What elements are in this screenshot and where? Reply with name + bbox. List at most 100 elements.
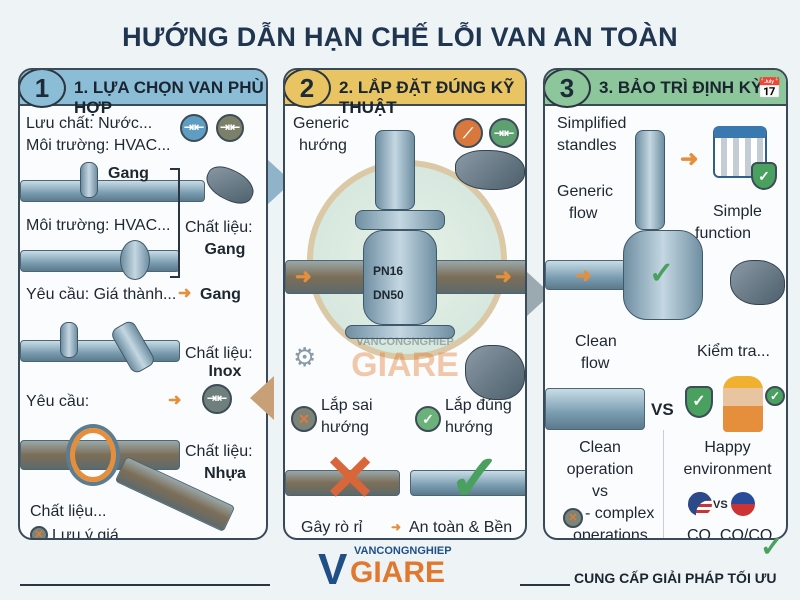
- material-value: Gang: [200, 286, 241, 303]
- clean-flow-label: flow: [581, 355, 610, 372]
- page-title: HƯỚNG DẪN HẠN CHẾ LỖI VAN AN TOÀN: [122, 22, 678, 52]
- requirement-label: Yêu cầu:: [26, 393, 90, 410]
- right-label: Lắp đúng: [445, 397, 512, 414]
- happy-label: Happy: [704, 439, 751, 456]
- valve-body: [623, 230, 703, 320]
- philippines-flag-icon: [731, 492, 755, 516]
- check-icon: ✓: [415, 406, 441, 432]
- clean-flow-label: Clean: [575, 333, 617, 350]
- valve-illustration: [80, 162, 98, 198]
- leaking-pipe-illustration: [285, 470, 400, 496]
- right-label: hướng: [445, 419, 493, 436]
- operation-label: Clean: [579, 439, 621, 456]
- logo-top-text: VANCONGNGHIEP: [354, 545, 452, 557]
- simple-function-label: function: [695, 225, 752, 242]
- pipe-illustration: [545, 260, 635, 290]
- step-number: 1: [20, 70, 66, 108]
- valve-body: [363, 230, 437, 325]
- valve-symbol-icon: ⇥⇤: [489, 118, 519, 148]
- calendar-wrench-icon: 📅: [757, 78, 782, 100]
- requirement-label: Yêu cầu: Giá thành...: [26, 286, 177, 303]
- wrong-label: hướng: [321, 419, 369, 436]
- logo-bottom-text: GIARE: [350, 556, 446, 589]
- panel-select-valve: 1 1. LỰA CHỌN VAN PHÙ HỢP Lưu chất: Nước…: [18, 68, 268, 540]
- vs-label: VS: [651, 400, 674, 419]
- arrow-right-icon: ➜: [178, 285, 192, 302]
- panel-header: 1 1. LỰA CHỌN VAN PHÙ HỢP: [20, 70, 266, 117]
- generic-flow-label: Generic: [557, 183, 614, 200]
- gang-label: Gang: [108, 165, 149, 182]
- valve-flange: [345, 325, 455, 339]
- operation-label: vs: [592, 483, 608, 500]
- check-icon: ✓: [448, 442, 502, 514]
- valve-illustration: [60, 322, 78, 358]
- material-label: Chất liệu:: [185, 443, 253, 460]
- size-rating: DN50: [373, 288, 404, 302]
- valve-symbol-icon: ⇥⇤: [216, 114, 244, 142]
- x-mark-icon: ✕: [30, 526, 48, 538]
- arrow-right-icon: ➜: [680, 146, 699, 171]
- check-label: Kiểm tra...: [697, 343, 770, 360]
- material-label: Chất liệu...: [30, 503, 107, 520]
- clean-pipe-illustration: [545, 388, 645, 430]
- screwdriver-icon: ⟋: [453, 118, 483, 148]
- material-value: Gang: [204, 241, 246, 258]
- step-number: 3: [545, 70, 591, 108]
- divider: [20, 584, 270, 586]
- panel-installation: 2 2. LẮP ĐẶT ĐÚNG KỸ THUẬT Generic hướng…: [283, 68, 527, 540]
- environment-label: Môi trường: HVAC...: [26, 137, 171, 154]
- shield-check-icon: ✓: [751, 162, 777, 190]
- panel-title: 1. LỰA CHỌN VAN PHÙ HỢP: [74, 78, 264, 117]
- panel-header: 2 2. LẮP ĐẶT ĐÚNG KỸ THUẬT: [285, 70, 525, 117]
- correct-pipe-illustration: [410, 470, 525, 496]
- gloved-hand-icon: [455, 150, 525, 190]
- shield-check-icon: ✓: [685, 386, 713, 418]
- arrow-right-icon: ➜: [391, 520, 402, 534]
- operation-label: operations: [573, 527, 648, 540]
- gear-icon: ⚙: [293, 342, 317, 372]
- flow-arrow-icon: ➜: [295, 266, 312, 288]
- price-note: Lưu ý giá...: [52, 527, 133, 540]
- worker-avatar: [723, 376, 763, 432]
- flow-arrow-icon: ➜: [575, 265, 592, 287]
- panel-maintenance: 3 3. BẢO TRÌ ĐỊNH KỲ 📅 Simplified standl…: [543, 68, 788, 540]
- generic-flow-label: flow: [569, 205, 598, 222]
- x-mark-icon: ✕: [323, 442, 377, 514]
- safe-label: An toàn & Bền: [409, 519, 513, 536]
- material-value: Nhựa: [204, 465, 246, 482]
- material-value: Inox: [208, 363, 242, 380]
- check-icon: ✓: [760, 531, 784, 562]
- gear-icon: [70, 428, 116, 482]
- flow-arrow-icon: ➜: [495, 266, 512, 288]
- arrow-right-icon: ➜: [168, 392, 182, 409]
- generic-label: Generic: [293, 115, 350, 132]
- generic-label: hướng: [299, 137, 347, 154]
- wrench-hand-icon: [465, 345, 525, 400]
- footer-slogan: CUNG CẤP GIẢI PHÁP TỐI ƯU: [574, 570, 777, 586]
- usa-flag-icon: [688, 492, 712, 516]
- valve-bonnet: [375, 130, 415, 210]
- divider: [520, 584, 570, 586]
- check-icon: ✓: [765, 386, 785, 406]
- valve-bonnet: [635, 130, 665, 230]
- operation-label: - complex: [585, 505, 655, 522]
- gloved-hand-icon: [730, 260, 785, 305]
- panel-title: 2. LẮP ĐẶT ĐÚNG KỸ THUẬT: [339, 78, 515, 117]
- operation-label: operation: [566, 461, 634, 478]
- environment-label: Môi trường: HVAC...: [26, 217, 171, 234]
- happy-label: environment: [683, 461, 772, 478]
- simple-function-label: Simple: [713, 203, 762, 220]
- leak-label: Gây rò rỉ: [301, 519, 363, 536]
- flags-vs: VS: [713, 499, 728, 511]
- valve-flange: [355, 210, 445, 230]
- simplified-label: standles: [557, 137, 617, 154]
- valve-illustration: [120, 240, 150, 280]
- x-mark-icon: ✕: [291, 406, 317, 432]
- cq-label: CQ, CQ/CQ: [687, 527, 773, 540]
- pipe-illustration: [20, 340, 180, 362]
- check-icon: ✓: [649, 257, 675, 290]
- step-number: 2: [285, 70, 331, 108]
- valve-symbol-icon: ⇥⇤: [202, 384, 232, 414]
- hand-tool-icon: [201, 160, 259, 210]
- fluid-label: Lưu chất: Nước...: [26, 115, 153, 132]
